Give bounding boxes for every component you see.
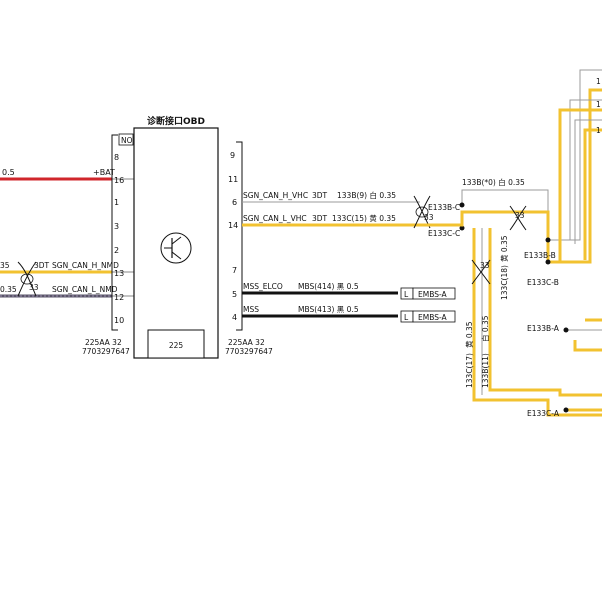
e133c-c: E133C-C: [428, 229, 460, 238]
vert-code-11: 133B(11): [481, 353, 490, 388]
can-h-left-type: 3DT: [34, 261, 50, 270]
emb-label-2: EMBS-A: [418, 313, 448, 322]
mss-signal: MSS: [243, 305, 259, 314]
edge-digit-2: 1: [596, 100, 601, 109]
e133b-a: E133B-A: [527, 324, 560, 333]
right-pin-9: 9: [230, 151, 235, 160]
vert-yellow-mid: 黄 0.35: [464, 321, 474, 348]
mss-elco-code: MBS(414) 黑 0.5: [298, 282, 359, 291]
vert-code-17: 133C(17): [465, 353, 474, 388]
mss-code: MBS(413) 黑 0.5: [298, 305, 359, 314]
mss-elco-signal: MSS_ELCO: [243, 282, 283, 291]
yellow-vert-left: [472, 228, 602, 417]
obd-connector: [133, 127, 219, 359]
part-right-line1: 225AA 32: [228, 338, 265, 347]
e133c-b: E133C-B: [527, 278, 559, 287]
left-pin-8: 8: [114, 153, 119, 162]
twist-top-label: 33: [515, 211, 525, 220]
twist-mid-label: 33: [480, 261, 490, 270]
right-pin-5: 5: [232, 290, 237, 299]
vhc-l-code: 133C(15) 黄 0.35: [332, 213, 396, 223]
vert-yellow-top: 黄 0.35: [499, 235, 509, 262]
left-pin-10: 10: [114, 316, 124, 325]
emb-tag-1: L: [404, 290, 409, 299]
left-pin-2: 2: [114, 246, 119, 255]
part-right-line2: 7703297647: [225, 347, 273, 356]
vert-white-mid: 白 0.35: [480, 315, 490, 342]
vhc-h-code: 133B(9) 白 0.35: [337, 190, 396, 200]
right-pin-14: 14: [228, 221, 238, 230]
left-twist-label: 33: [29, 283, 39, 292]
emb-tag-2: L: [404, 313, 409, 322]
e133b-b: E133B-B: [524, 251, 556, 260]
can-l-left-value: 0.35: [0, 285, 17, 294]
edge-digit-1: 1: [596, 77, 601, 86]
vert-code-18: 133C(18): [500, 265, 509, 300]
right-pin-7: 7: [232, 266, 237, 275]
yellow-trunk-right: [420, 210, 550, 262]
connector-inner-label: 225: [169, 341, 184, 350]
connector-title: 诊断接口OBD: [147, 115, 205, 127]
vhc-l-type: 3DT: [312, 214, 328, 223]
twist-top: [509, 205, 527, 231]
vhc-h-signal: SGN_CAN_H_VHC: [243, 191, 308, 200]
twist-mid: [471, 259, 491, 285]
right-twist-label: 33: [424, 213, 434, 222]
e133b-c: E133B-C: [428, 203, 460, 212]
transistor-symbol: [160, 232, 192, 264]
e133c-a: E133C-A: [527, 409, 560, 418]
connector-corner-tag: NO: [121, 136, 133, 145]
part-left-line2: 7703297647: [82, 347, 130, 356]
left-pin-3: 3: [114, 222, 119, 231]
left-twist: [17, 261, 37, 297]
bat-value: 0.5: [2, 168, 15, 177]
right-pin-4: 4: [232, 313, 237, 322]
bat-label: +BAT: [93, 168, 115, 177]
left-pin-12: 12: [114, 293, 124, 302]
right-pin-6: 6: [232, 198, 237, 207]
top-code: 133B(*0) 白 0.35: [462, 177, 525, 187]
can-h-left-value: 35: [0, 261, 10, 270]
vhc-l-signal: SGN_CAN_L_VHC: [243, 214, 307, 223]
white-vert-left: [488, 228, 602, 397]
part-left-line1: 225AA 32: [85, 338, 122, 347]
can-l-left-label: SGN_CAN_L_NMD: [52, 285, 118, 294]
left-pin-13: 13: [114, 269, 124, 278]
can-h-left-label: SGN_CAN_H_NMD: [52, 261, 119, 270]
edge-digit-3: 1: [596, 126, 601, 135]
emb-label-1: EMBS-A: [418, 290, 448, 299]
right-pin-11: 11: [228, 175, 238, 184]
vhc-h-type: 3DT: [312, 191, 328, 200]
left-pin-1: 1: [114, 198, 119, 207]
left-pin-16: 16: [114, 176, 124, 185]
